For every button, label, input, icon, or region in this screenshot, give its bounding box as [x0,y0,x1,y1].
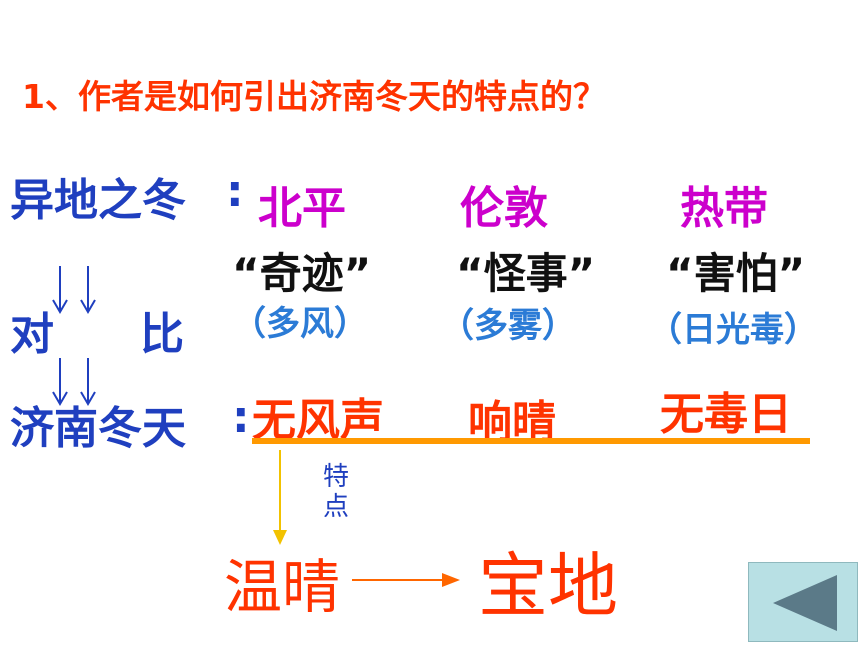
jinan-no-harsh-sun: 无毒日 [660,389,792,440]
feature-fear: “害怕” [666,249,806,298]
reason-sun-poison: （日光毒） [648,310,818,350]
underline-bar [252,438,810,444]
city-tropics: 热带 [680,183,768,234]
trait-label-bottom: 点 [322,492,349,522]
down-arrows-icon [52,266,96,406]
back-button[interactable] [748,562,858,642]
colon-1: : [226,166,244,217]
feature-strange: “怪事” [456,249,596,298]
reason-windy: （多风） [232,304,368,344]
colon-2: : [232,392,250,443]
feature-miracle: “奇迹” [232,249,372,298]
warm-sunny-text: 温晴 [224,553,341,621]
jinan-no-wind: 无风声 [252,395,384,446]
down-arrow-icon [273,450,287,545]
reason-foggy: （多雾） [440,306,576,346]
jinan-winter-label: 济南冬天 [10,403,186,454]
triangle-left-icon [773,575,837,631]
compare-right-char: 比 [140,309,184,360]
trait-label-top: 特 [322,462,349,492]
city-beiping: 北平 [258,183,346,234]
right-arrow-icon [352,573,460,587]
question-title: 1、作者是如何引出济南冬天的特点的？ [22,77,606,116]
treasure-land-text: 宝地 [478,545,618,627]
compare-left-char: 对 [10,309,54,360]
city-london: 伦敦 [460,183,548,234]
other-winter-label: 异地之冬 [10,175,186,226]
